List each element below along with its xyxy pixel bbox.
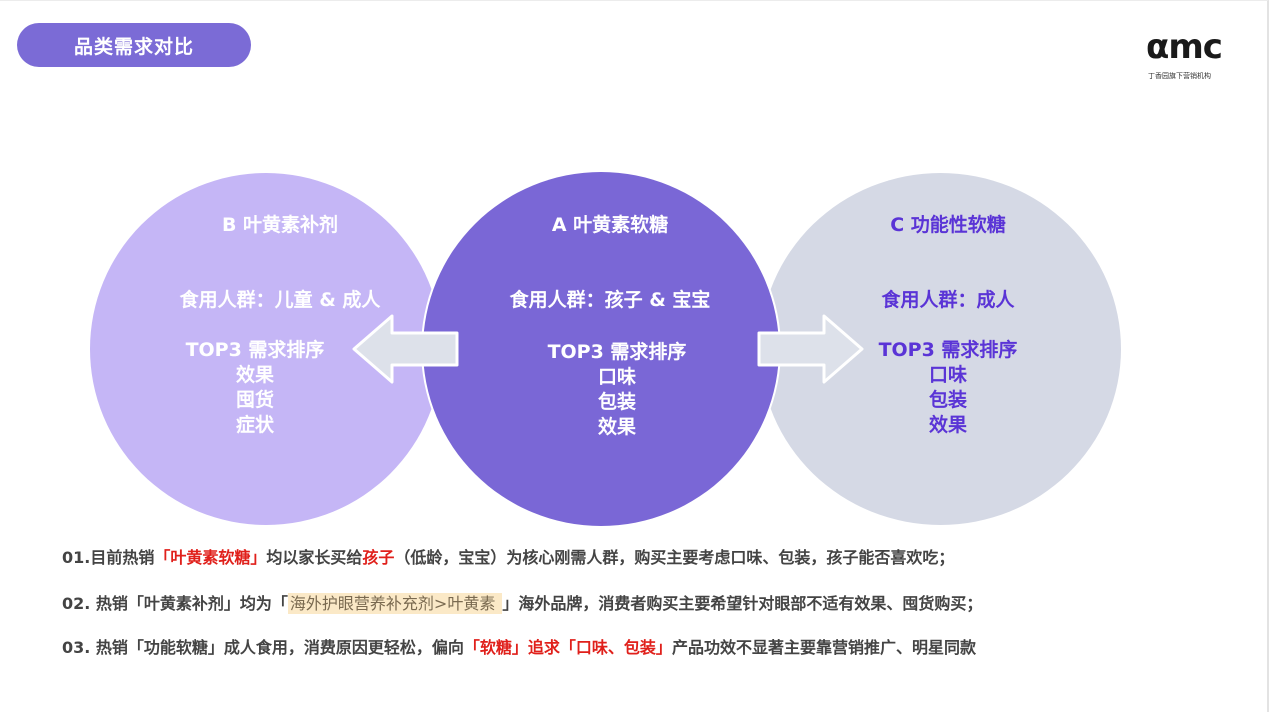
note-1: 01.目前热销「叶黄素软糖」均以家长买给孩子（低龄，宝宝）为核心刚需人群，购买主… xyxy=(62,544,954,568)
circle-b-rank-title: TOP3 需求排序 xyxy=(185,339,325,361)
arrow-right-icon xyxy=(757,314,864,384)
note-3-part: 03. 热销「功能软糖」成人食用，消费原因更轻松，偏向 xyxy=(62,638,464,657)
note-2: 02. 热销「叶黄素补剂」均为「海外护眼营养补充剂>叶黄素 」海外品牌，消费者购… xyxy=(62,590,982,614)
circle-c-rank-title: TOP3 需求排序 xyxy=(878,339,1018,361)
arrow-left-icon xyxy=(352,314,459,384)
note-1-part: 均以家长买给 xyxy=(266,548,363,567)
circle-a-audience: 食用人群：孩子 & 宝宝 xyxy=(509,289,711,311)
circle-c-item: 效果 xyxy=(928,414,967,436)
circle-b-item: 囤货 xyxy=(235,389,274,411)
circle-c-rank: TOP3 需求排序 口味 包装 效果 xyxy=(818,338,1078,438)
note-2-part: 02. 热销「叶黄素补剂」均为「 xyxy=(62,594,288,613)
note-1-part: （低龄，宝宝）为核心刚需人群，购买主要考虑口味、包装，孩子能否喜欢吃； xyxy=(394,548,955,567)
circle-a-lutein-gummy xyxy=(423,172,779,526)
page-title: 品类需求对比 xyxy=(17,23,251,67)
circle-c-item: 包装 xyxy=(928,389,967,411)
note-2-highlight: 海外护眼营养补充剂>叶黄素 xyxy=(287,593,503,614)
note-2-part: 」海外品牌，消费者购买主要希望针对眼部不适有效果、囤货购买； xyxy=(502,594,983,613)
brand-logo: αmc 丁香园旗下营销机构 xyxy=(1146,28,1230,84)
circle-a-rank-title: TOP3 需求排序 xyxy=(547,341,687,363)
note-1-part: 01.目前热销 xyxy=(62,548,155,567)
circle-c-title: C 功能性软糖 xyxy=(890,214,1006,236)
circle-b-item: 效果 xyxy=(235,364,274,386)
circle-a-item: 包装 xyxy=(597,391,636,413)
page-title-text: 品类需求对比 xyxy=(73,35,194,58)
circle-c-audience: 食用人群：成人 xyxy=(881,289,1015,311)
circle-b-title: B 叶黄素补剂 xyxy=(221,214,339,236)
circle-a-item: 效果 xyxy=(597,416,636,438)
circle-c-item: 口味 xyxy=(928,364,967,386)
logo-tagline: 丁香园旗下营销机构 xyxy=(1148,72,1211,80)
circle-b-item: 症状 xyxy=(235,414,274,436)
note-3-part: 产品功效不显著主要靠营销推广、明星同款 xyxy=(671,638,976,657)
circle-a-title: A 叶黄素软糖 xyxy=(551,214,669,236)
circle-a-item: 口味 xyxy=(597,366,636,388)
logo-word: αmc xyxy=(1146,27,1223,67)
note-3: 03. 热销「功能软糖」成人食用，消费原因更轻松，偏向「软糖」追求「口味、包装」… xyxy=(62,634,976,658)
circle-a-rank: TOP3 需求排序 口味 包装 效果 xyxy=(487,340,747,440)
note-1-highlight: 「叶黄素软糖」 xyxy=(154,548,267,567)
note-1-highlight: 孩子 xyxy=(362,548,395,567)
circle-b-audience: 食用人群：儿童 & 成人 xyxy=(179,289,381,311)
note-3-highlight: 「软糖」追求「口味、包装」 xyxy=(463,638,672,657)
circle-b-rank: TOP3 需求排序 效果 囤货 症状 xyxy=(135,338,375,438)
